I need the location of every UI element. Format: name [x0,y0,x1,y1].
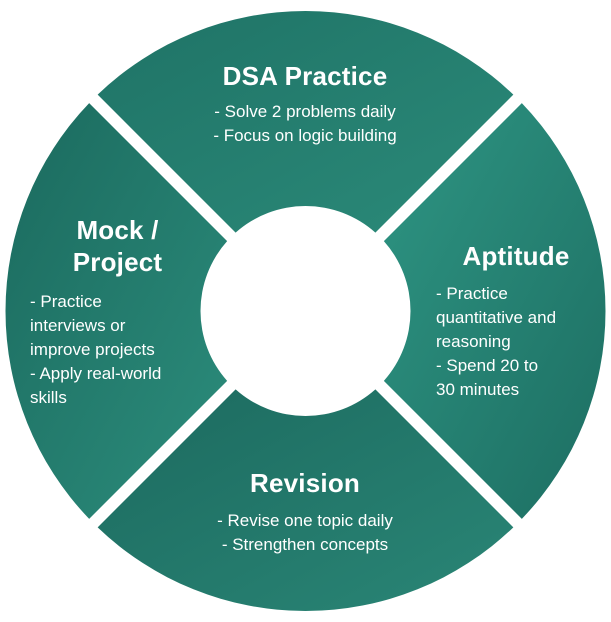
segment-point: - Practice interviews or improve project… [30,292,155,359]
segment-mock-project: Mock / Project - Practice interviews or … [30,214,205,410]
segment-point: - Apply real-world skills [30,364,162,407]
segment-point: - Spend 20 to 30 minutes [436,356,539,399]
segment-title: Revision [250,468,360,498]
segment-title-line: Project [72,247,163,277]
segment-dsa-practice: DSA Practice - Solve 2 problems daily - … [150,60,460,148]
segment-right-shape [383,103,606,519]
segment-bottom-shape [97,389,514,612]
segment-point: - Solve 2 problems daily [214,102,396,121]
segment-title: Mock / Project [30,214,205,278]
segment-point: - Strengthen concepts [221,535,389,554]
segment-title: DSA Practice [222,61,388,91]
segment-point: - Focus on logic building [213,126,397,145]
segment-aptitude: Aptitude - Practice quantitative and rea… [436,240,596,402]
segment-revision: Revision - Revise one topic daily - Stre… [150,467,460,557]
segment-title-line: Mock / [76,215,159,245]
segment-top-shape [97,10,514,233]
segment-title: Aptitude [462,241,570,271]
segment-point: - Practice quantitative and reasoning [436,284,557,351]
segment-left-shape [5,103,228,519]
segment-point: - Revise one topic daily [217,511,393,530]
